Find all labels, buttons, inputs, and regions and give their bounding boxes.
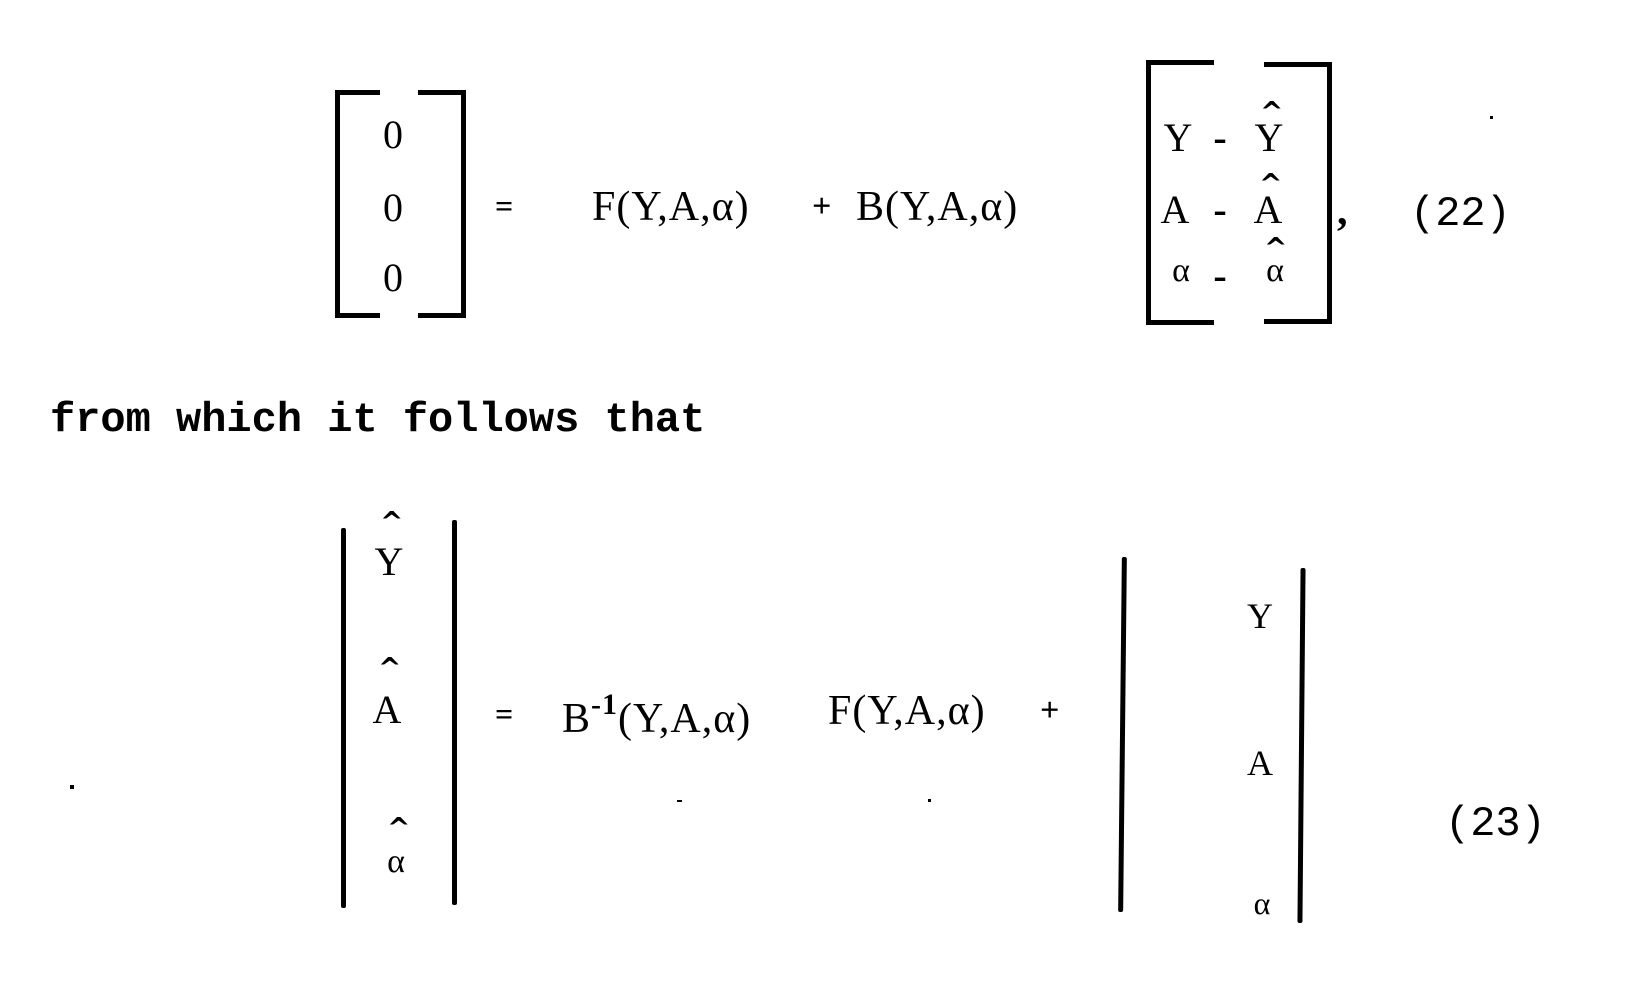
equals-sign: = — [495, 188, 515, 224]
residual-right: α — [1266, 252, 1284, 289]
minus-sign: - — [1213, 187, 1227, 232]
inverse-b-args: (Y,A,α) — [618, 696, 752, 742]
lhs-vector-bar-right — [452, 520, 457, 905]
inverse-exponent: -1 — [591, 688, 619, 721]
right-bracket-open — [1146, 60, 1214, 325]
scan-speck — [928, 799, 931, 802]
lhs-vector-bar-left — [341, 528, 346, 908]
rhs-vector-bar-left — [1118, 556, 1127, 913]
rhs-term-f: F(Y,A,α) — [592, 184, 750, 230]
rhs-vector-bar-right — [1297, 567, 1306, 924]
hat-accent-icon: ^ — [380, 505, 404, 538]
rhs-vector-entry: A — [1247, 743, 1273, 783]
plus-sign: + — [1040, 692, 1061, 729]
trailing-comma: , — [1337, 188, 1349, 234]
equals-sign: = — [495, 696, 515, 732]
equation-number: (22) — [1410, 190, 1511, 238]
equation-number: (23) — [1445, 800, 1546, 848]
rhs-vector-entry: α — [1253, 885, 1271, 921]
residual-right: Y — [1254, 115, 1284, 160]
rhs-term-f: F(Y,A,α) — [828, 688, 986, 734]
minus-sign: - — [1213, 115, 1227, 160]
lhs-vector-entry: 0 — [383, 112, 403, 157]
scan-speck — [677, 800, 682, 802]
inverse-b-symbol: B — [562, 696, 592, 742]
scan-speck — [1490, 116, 1493, 119]
hat-accent-icon: ^ — [1260, 95, 1284, 128]
lhs-vector-entry: 0 — [383, 185, 403, 230]
hat-accent-icon: ^ — [1264, 231, 1288, 264]
residual-right: A — [1253, 187, 1283, 232]
residual-left: Y — [1163, 115, 1193, 160]
hat-accent-icon: ^ — [378, 651, 402, 684]
scan-speck — [70, 785, 74, 789]
rhs-vector-entry: Y — [1247, 596, 1273, 636]
residual-left: α — [1172, 252, 1190, 289]
lhs-estimate-entry: A — [372, 687, 402, 732]
lhs-estimate-entry: Y — [374, 539, 404, 584]
left-bracket-close — [418, 90, 466, 318]
body-text-line: from which it follows that — [50, 396, 706, 444]
lhs-vector-entry: 0 — [383, 255, 403, 300]
right-bracket-close — [1264, 62, 1332, 324]
lhs-estimate-entry: α — [387, 843, 405, 880]
hat-accent-icon: ^ — [1259, 167, 1283, 200]
plus-sign: + — [812, 188, 833, 225]
hat-accent-icon: ^ — [387, 811, 411, 844]
rhs-inverse-b: B-1(Y,A,α) — [562, 688, 752, 742]
residual-left: A — [1160, 187, 1190, 232]
minus-sign: - — [1213, 253, 1227, 298]
rhs-term-b: B(Y,A,α) — [856, 184, 1019, 230]
left-bracket-open — [335, 90, 380, 318]
